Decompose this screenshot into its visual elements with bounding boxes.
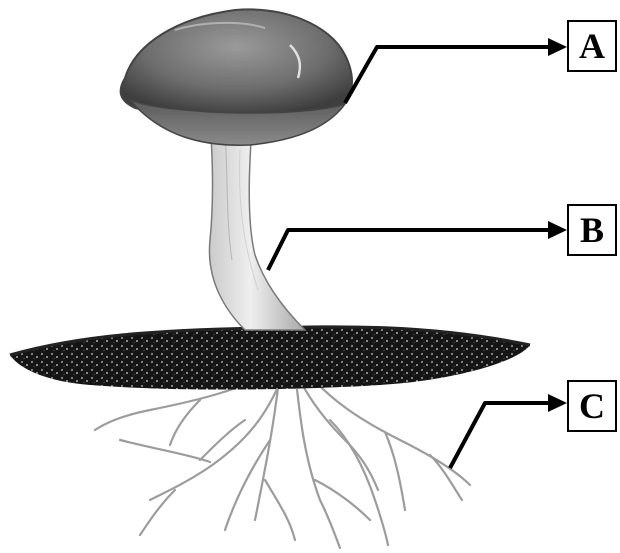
label-b: B	[567, 204, 617, 256]
leader-line-a	[345, 38, 567, 103]
leader-line-b	[268, 221, 567, 270]
mycelium	[95, 370, 470, 548]
mushroom-cap	[121, 9, 352, 145]
label-a: A	[567, 20, 617, 72]
soil-layer	[10, 327, 530, 390]
label-c: C	[567, 380, 617, 432]
leader-line-c	[450, 394, 567, 468]
